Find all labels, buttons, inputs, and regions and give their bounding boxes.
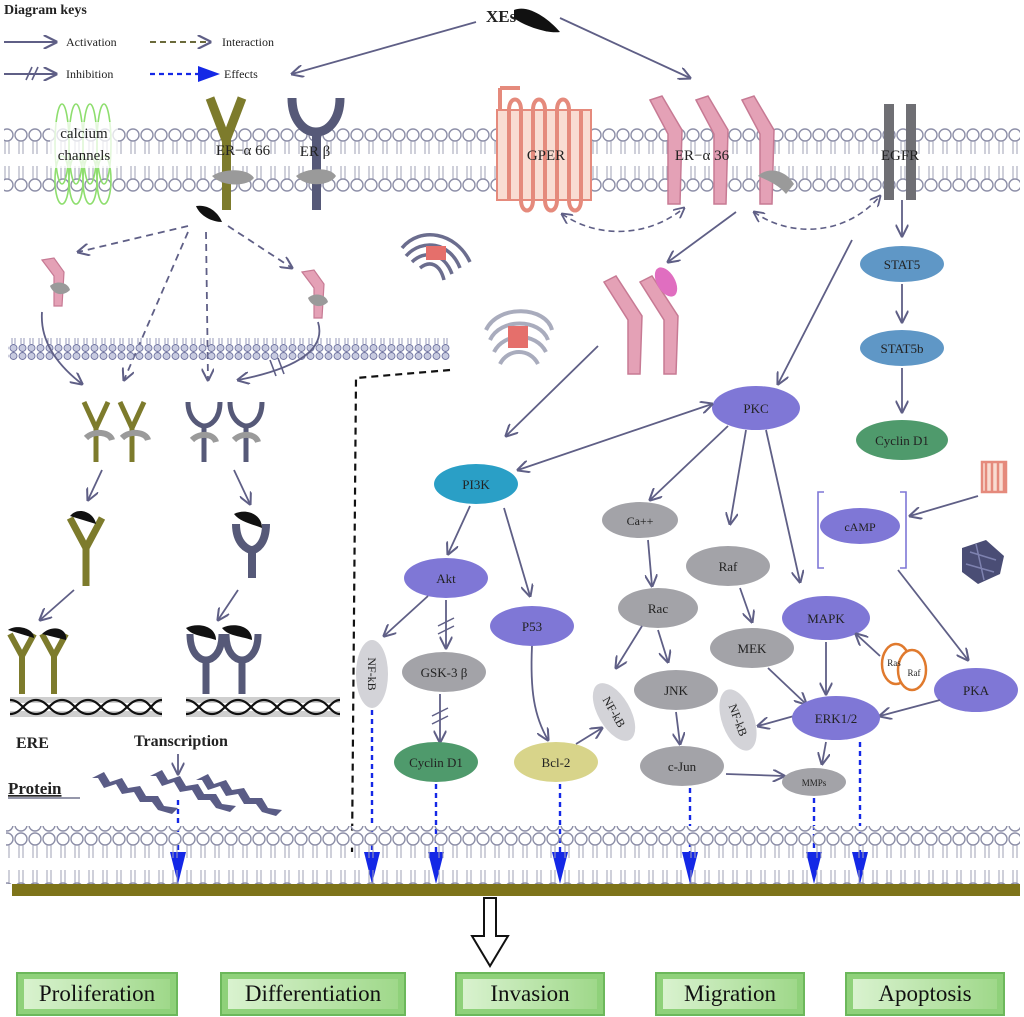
gpcr-small-icon bbox=[980, 460, 1008, 494]
egfr-label: EGFR bbox=[881, 148, 919, 164]
protein-label: Protein bbox=[8, 779, 62, 798]
svg-text:Ca++: Ca++ bbox=[627, 514, 654, 528]
dna-ere-right bbox=[185, 697, 341, 717]
node-mapk: MAPK bbox=[782, 596, 870, 640]
diagram-key: Diagram keys Activation Interaction Inhi… bbox=[4, 3, 274, 82]
golgi-icon-upper bbox=[400, 233, 472, 281]
node-ca: Ca++ bbox=[602, 502, 678, 538]
ere-label: ERE bbox=[16, 735, 49, 752]
calcium-label-2: channels bbox=[58, 148, 111, 164]
gper-label: GPER bbox=[527, 148, 565, 164]
node-mmps: MMPs bbox=[782, 768, 846, 796]
node-cyclin-d1-right: Cyclin D1 bbox=[856, 420, 948, 460]
svg-text:cAMP: cAMP bbox=[844, 520, 876, 534]
gper-receptor bbox=[496, 86, 592, 213]
key-interaction-label: Interaction bbox=[222, 35, 274, 49]
basal-layer-bar bbox=[12, 884, 1020, 896]
xes-ligand-icon bbox=[514, 8, 560, 33]
svg-text:Cyclin D1: Cyclin D1 bbox=[409, 755, 463, 770]
small-receptor-right bbox=[300, 269, 328, 319]
svg-text:STAT5: STAT5 bbox=[884, 257, 921, 272]
calcium-label-1: calcium bbox=[60, 126, 108, 142]
er-beta-receptor bbox=[287, 97, 345, 210]
node-nfkb-right: NF-kB bbox=[719, 689, 757, 751]
node-p53: P53 bbox=[490, 606, 574, 646]
er-alpha36-label: ER−α 36 bbox=[675, 148, 730, 164]
outcome-proliferation: Proliferation bbox=[16, 972, 178, 1016]
node-cjun: c-Jun bbox=[640, 746, 724, 786]
er-alpha66-bound bbox=[66, 510, 106, 586]
transcription-label: Transcription bbox=[134, 733, 228, 750]
lower-cell-membrane bbox=[6, 826, 1020, 884]
node-bcl2: Bcl-2 bbox=[514, 742, 598, 782]
er-alpha66-receptor bbox=[205, 96, 254, 210]
svg-text:NF-kB: NF-kB bbox=[365, 657, 379, 690]
svg-text:MAPK: MAPK bbox=[807, 611, 845, 626]
er-alpha36-internal bbox=[602, 267, 679, 375]
node-camp: cAMP bbox=[820, 508, 900, 544]
node-rac: Rac bbox=[618, 588, 698, 628]
outcome-arrow-icon bbox=[470, 897, 510, 968]
node-nfkb-mid: NF-kB bbox=[592, 683, 636, 741]
er-beta-label: ER β bbox=[300, 144, 331, 160]
protein-chains-icon bbox=[92, 770, 282, 816]
node-erk12: ERK1/2 bbox=[792, 696, 880, 740]
node-nfkb-left: NF-kB bbox=[356, 640, 388, 708]
key-inhibition-label: Inhibition bbox=[66, 67, 113, 81]
svg-text:ERK1/2: ERK1/2 bbox=[815, 711, 858, 726]
svg-text:MMPs: MMPs bbox=[802, 778, 827, 788]
key-title: Diagram keys bbox=[4, 3, 87, 18]
dna-ere-left bbox=[9, 697, 163, 717]
node-gsk3b: GSK-3 β bbox=[402, 652, 486, 692]
outcome-apoptosis: Apoptosis bbox=[845, 972, 1005, 1016]
proteasome-icon bbox=[962, 540, 1004, 584]
svg-text:c-Jun: c-Jun bbox=[668, 759, 697, 774]
cytoplasm-ligand-icon bbox=[196, 205, 222, 222]
er-alpha66-label: ER−α 66 bbox=[216, 143, 271, 159]
svg-text:Cyclin D1: Cyclin D1 bbox=[875, 433, 929, 448]
golgi-icon-lower bbox=[484, 309, 554, 366]
svg-text:JNK: JNK bbox=[664, 683, 688, 698]
svg-text:STAT5b: STAT5b bbox=[880, 341, 923, 356]
nuclear-membrane bbox=[8, 338, 450, 360]
node-jnk: JNK bbox=[634, 670, 718, 710]
er-alpha66-dna-dimer bbox=[7, 627, 69, 694]
egfr-receptor bbox=[884, 104, 916, 200]
node-raf: Raf bbox=[686, 546, 770, 586]
xes-label: XEs bbox=[486, 7, 517, 26]
node-pka: PKA bbox=[934, 668, 1018, 712]
svg-text:GSK-3 β: GSK-3 β bbox=[421, 665, 468, 680]
node-cyclin-d1-mid: Cyclin D1 bbox=[394, 742, 478, 782]
svg-text:Raf: Raf bbox=[719, 559, 738, 574]
svg-text:PKA: PKA bbox=[963, 683, 990, 698]
svg-text:PI3K: PI3K bbox=[462, 477, 490, 492]
svg-text:Bcl-2: Bcl-2 bbox=[542, 755, 571, 770]
outcome-migration: Migration bbox=[655, 972, 805, 1016]
key-effects-label: Effects bbox=[224, 67, 258, 81]
node-stat5b: STAT5b bbox=[860, 330, 944, 366]
er-beta-bound bbox=[232, 511, 270, 578]
er-beta-dna-dimer bbox=[186, 625, 262, 694]
outcome-differentiation: Differentiation bbox=[220, 972, 406, 1016]
er-alpha66-dimer bbox=[81, 400, 151, 462]
er-beta-dimer bbox=[185, 401, 265, 462]
svg-text:Rac: Rac bbox=[648, 601, 668, 616]
node-pkc: PKC bbox=[712, 386, 800, 430]
node-pi3k: PI3K bbox=[434, 464, 518, 504]
svg-text:PKC: PKC bbox=[743, 401, 768, 416]
svg-text:Akt: Akt bbox=[436, 571, 456, 586]
ras-raf-complex: Ras Raf bbox=[880, 642, 928, 692]
node-akt: Akt bbox=[404, 558, 488, 598]
small-receptor-left bbox=[40, 257, 70, 307]
node-mek: MEK bbox=[710, 628, 794, 668]
svg-text:P53: P53 bbox=[522, 619, 542, 634]
node-stat5: STAT5 bbox=[860, 246, 944, 282]
svg-text:Ras: Ras bbox=[887, 658, 901, 668]
svg-text:MEK: MEK bbox=[738, 641, 768, 656]
svg-text:Raf: Raf bbox=[908, 668, 921, 678]
key-activation-label: Activation bbox=[66, 35, 117, 49]
outcome-invasion: Invasion bbox=[455, 972, 605, 1016]
